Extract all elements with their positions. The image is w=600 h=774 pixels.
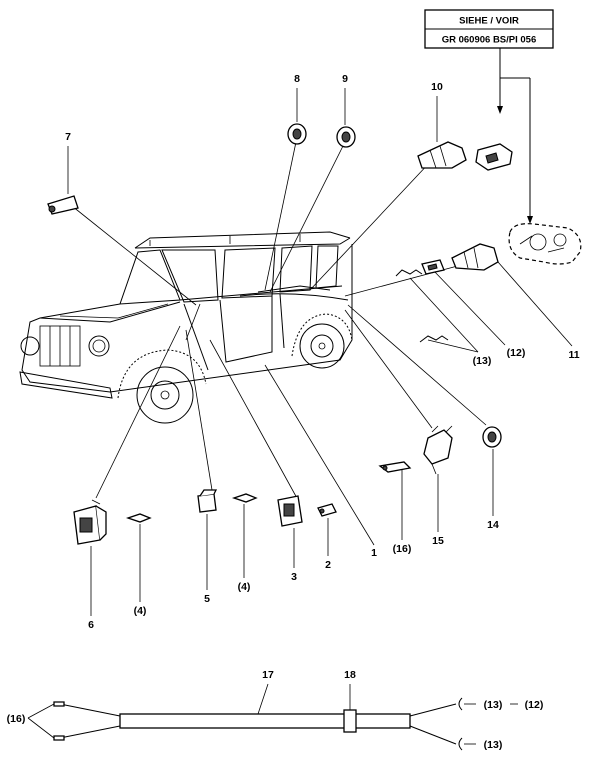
harness-label-16: (16) — [7, 713, 26, 725]
label-part-3: 3 — [291, 571, 297, 583]
part-9-grommet — [336, 126, 356, 148]
part-7-grommet-plug — [47, 195, 79, 215]
leader-lines — [71, 141, 573, 546]
reference-box: SIEHE / VOIR GR 060906 BS/PI 056 — [424, 9, 554, 224]
harness-label-12: (12) — [525, 699, 544, 711]
label-part-17: 17 — [262, 669, 274, 681]
label-part-9: 9 — [342, 73, 348, 85]
part-12-connector — [421, 259, 445, 275]
label-part-12: (12) — [507, 347, 526, 359]
label-part-5: 5 — [204, 593, 210, 605]
part-8-grommet — [287, 123, 307, 145]
label-part-6: 6 — [88, 619, 94, 631]
label-part-2: 2 — [325, 559, 331, 571]
label-part-16: (16) — [393, 543, 412, 555]
label-part-18: 18 — [344, 669, 356, 681]
part-3-connector-housing — [277, 495, 303, 527]
part-13-terminal-lower — [419, 335, 449, 343]
part-13-terminal-upper — [395, 269, 423, 277]
label-part-11: 11 — [568, 349, 579, 361]
callout-labels: 7 8 9 10 11 (12) (13) 14 15 (16) 1 2 3 (… — [65, 73, 580, 631]
label-part-4-right: (4) — [238, 581, 251, 593]
label-part-15: 15 — [432, 535, 444, 547]
vehicle-outline — [19, 231, 353, 424]
label-part-1: 1 — [371, 547, 377, 559]
wiring-harness: (16) 17 18 (13) (12) (13) — [7, 669, 544, 751]
part-4-terminal-left — [125, 513, 152, 523]
harness-label-13-upper: (13) — [484, 699, 503, 711]
part-5-plug — [197, 489, 218, 513]
part-6-switch-housing — [73, 499, 107, 545]
part-15-bracket — [423, 425, 453, 475]
part-4-terminal-right — [231, 493, 258, 503]
part-11-boot — [451, 243, 499, 271]
referenced-connector-part — [475, 143, 513, 171]
part-10-boot — [417, 141, 467, 169]
harness-label-13-lower: (13) — [484, 739, 503, 751]
label-part-8: 8 — [294, 73, 300, 85]
reference-box-line2: GR 060906 BS/PI 056 — [442, 35, 537, 46]
reference-box-line1: SIEHE / VOIR — [459, 16, 519, 27]
label-part-13: (13) — [473, 355, 492, 367]
label-part-14: 14 — [487, 519, 499, 531]
part-14-grommet — [482, 426, 502, 448]
part-16-terminal — [378, 461, 412, 473]
label-part-4-left: (4) — [134, 605, 147, 617]
label-part-7: 7 — [65, 131, 71, 143]
referenced-switch-assembly-dashed — [508, 223, 582, 265]
label-part-10: 10 — [431, 81, 443, 93]
part-2-terminal — [317, 503, 337, 517]
